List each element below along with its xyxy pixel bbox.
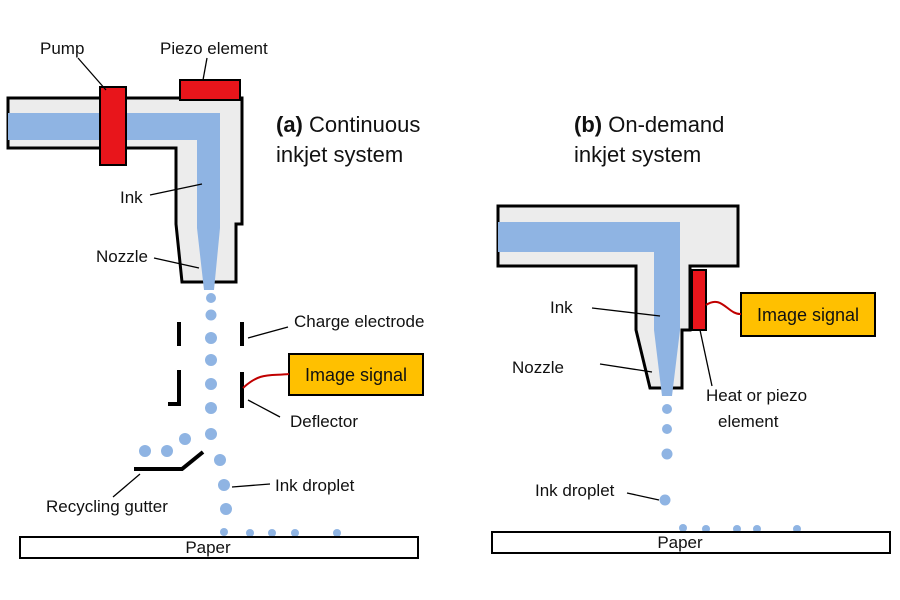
panel-a-nozzle-label: Nozzle	[96, 247, 148, 266]
panel-b-title-prefix: (b)	[574, 112, 602, 137]
panel-a-piezo-label: Piezo element	[160, 39, 268, 58]
droplet	[661, 448, 673, 460]
panel-a-recycling-gutter	[134, 450, 205, 471]
droplet	[268, 529, 276, 537]
droplet	[218, 479, 230, 491]
droplet	[662, 404, 672, 414]
panel-b-title-line1: (b) On-demand	[574, 112, 724, 137]
panel-a-pump	[99, 86, 127, 166]
panel-a-recycling-gutter-label: Recycling gutter	[46, 497, 168, 516]
panel-b-heat-piezo-element	[691, 269, 707, 331]
droplet	[246, 529, 254, 537]
panel-a-ink-droplet-label: Ink droplet	[275, 476, 355, 495]
droplet	[220, 503, 232, 515]
panel-a-deflector-label: Deflector	[290, 412, 358, 431]
panel-a: Paper Image signal Pump Piezo element In…	[6, 39, 424, 559]
droplet	[205, 402, 217, 414]
panel-a-droplet-stream	[139, 293, 341, 537]
panel-b-title-line2: inkjet system	[574, 142, 701, 167]
droplet	[291, 529, 299, 537]
panel-b-title-main: On-demand	[608, 112, 724, 137]
droplet	[220, 528, 228, 536]
panel-a-deflector	[168, 370, 244, 408]
droplet	[205, 378, 217, 390]
panel-b-nozzle-label: Nozzle	[512, 358, 564, 377]
panel-a-title-prefix: (a)	[276, 112, 303, 137]
panel-a-title-main: Continuous	[309, 112, 420, 137]
droplet	[205, 332, 217, 344]
panel-b-heat-label-line1: Heat or piezo	[706, 386, 807, 405]
panel-a-signal-wire	[242, 373, 290, 389]
droplet	[179, 433, 191, 445]
panel-a-ink-label: Ink	[120, 188, 143, 207]
panel-b-paper	[491, 531, 891, 554]
droplet	[659, 494, 671, 506]
panel-b-signal-wire	[705, 300, 742, 316]
panel-a-charge-electrode-label: Charge electrode	[294, 312, 424, 331]
droplet	[205, 309, 217, 321]
panel-b-paper-label: Paper	[657, 533, 703, 552]
droplet	[139, 445, 151, 457]
panel-a-pump-label: Pump	[40, 39, 84, 58]
panel-a-leader-lines	[77, 57, 289, 498]
panel-a-paper	[19, 536, 419, 559]
panel-b: Paper Image signal Ink Nozzle Heat or pi…	[491, 112, 891, 554]
panel-a-piezo-element	[179, 79, 241, 101]
droplet	[206, 293, 216, 303]
droplet	[333, 529, 341, 537]
panel-a-title-line1: (a) Continuous	[276, 112, 420, 137]
panel-b-image-signal-label: Image signal	[757, 305, 859, 325]
droplet	[662, 424, 672, 434]
panel-a-paper-label: Paper	[185, 538, 231, 557]
panel-b-ink-channel	[498, 222, 680, 396]
panel-a-title-line2: inkjet system	[276, 142, 403, 167]
panel-a-ink-channel	[8, 113, 220, 290]
droplet	[679, 524, 687, 532]
droplet	[214, 454, 226, 466]
panel-a-image-signal-label: Image signal	[305, 365, 407, 385]
droplet	[161, 445, 173, 457]
panel-b-ink-label: Ink	[550, 298, 573, 317]
panel-b-leader-lines	[591, 307, 713, 501]
panel-b-image-signal-box	[740, 292, 876, 337]
panel-b-ink-droplet-label: Ink droplet	[535, 481, 615, 500]
droplet	[205, 428, 217, 440]
panel-a-charge-electrode	[177, 322, 244, 346]
droplet	[205, 354, 217, 366]
panel-b-heat-label-line2: element	[718, 412, 779, 431]
